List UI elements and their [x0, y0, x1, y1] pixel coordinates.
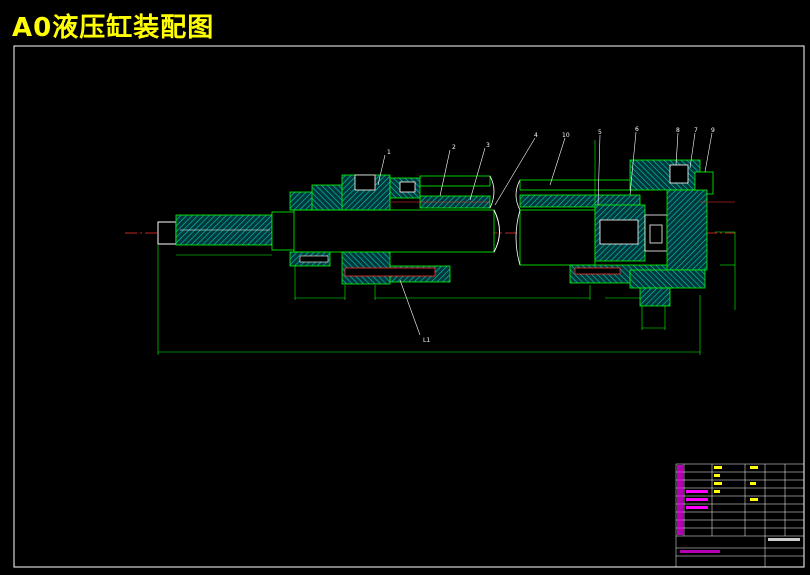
- callout-2: 2: [452, 144, 456, 151]
- drawing-frame: [13, 45, 805, 568]
- callout-4: 4: [534, 132, 538, 139]
- callout-3: 3: [486, 142, 490, 149]
- piston-rod: [157, 209, 500, 253]
- front-end-cap: [289, 174, 451, 285]
- dimension-lines: [157, 140, 736, 355]
- callout-9: 9: [711, 127, 715, 134]
- cylinder-barrel-left: [390, 175, 495, 209]
- title-block-entries: [677, 465, 800, 553]
- piston: [594, 204, 668, 262]
- leader-lines: [377, 131, 713, 336]
- callout-8: 8: [676, 127, 680, 134]
- callout-1: 1: [387, 149, 391, 156]
- callout-5: 5: [598, 129, 602, 136]
- part-callouts: 1 2 3 4 10 5 6 8 7 9 L1: [387, 126, 715, 344]
- callout-6: 6: [635, 126, 639, 133]
- cylinder-barrel-right: [515, 179, 671, 284]
- callout-10: 10: [562, 132, 570, 139]
- drawing-title: A0液压缸装配图: [12, 13, 215, 43]
- dimension-label-l1: L1: [423, 337, 430, 344]
- title-block: [675, 463, 805, 568]
- rear-end-cap: [629, 159, 735, 307]
- callout-7: 7: [694, 127, 698, 134]
